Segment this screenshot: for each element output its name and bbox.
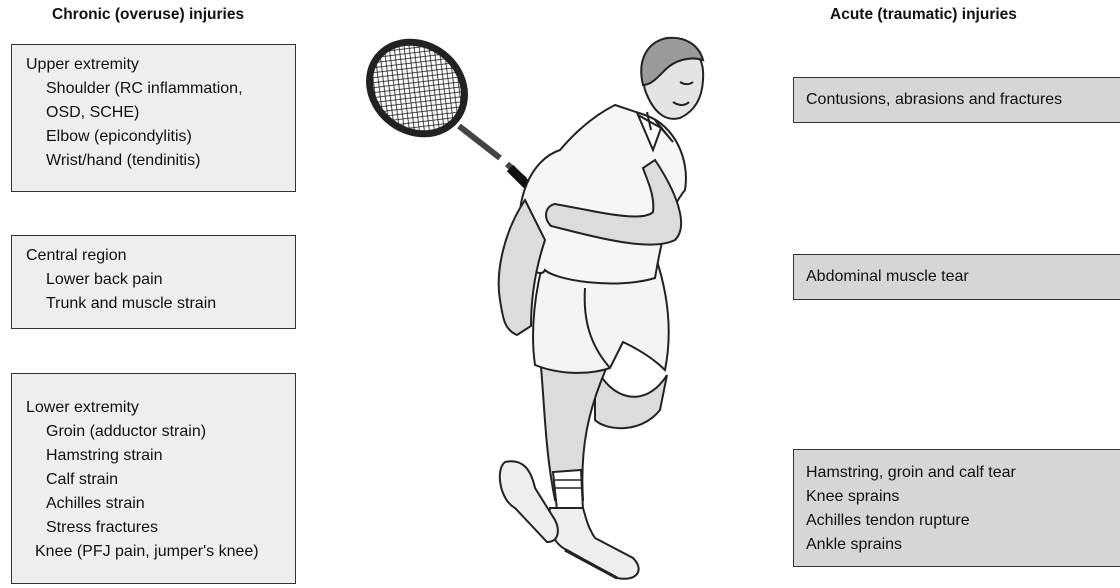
chronic-lower-item: Calf strain	[26, 468, 281, 492]
front-leg	[540, 355, 610, 510]
chronic-lower-box: Lower extremity Groin (adductor strain) …	[11, 373, 296, 584]
acute-lower-item: Knee sprains	[806, 485, 1110, 509]
acute-lower-item: Hamstring, groin and calf tear	[806, 461, 1110, 485]
acute-lower-item: Achilles tendon rupture	[806, 509, 1110, 533]
chronic-upper-item: Shoulder (RC inflammation,	[26, 77, 281, 101]
acute-upper-box: Contusions, abrasions and fractures	[793, 77, 1120, 123]
chronic-upper-title: Upper extremity	[26, 53, 281, 77]
chronic-lower-title: Lower extremity	[26, 396, 281, 420]
chronic-lower-item: Achilles strain	[26, 492, 281, 516]
acute-central-item: Abdominal muscle tear	[806, 265, 1110, 289]
chronic-central-item: Trunk and muscle strain	[26, 292, 281, 316]
chronic-lower-item: Groin (adductor strain)	[26, 420, 281, 444]
chronic-upper-box: Upper extremity Shoulder (RC inflammatio…	[11, 44, 296, 192]
chronic-central-title: Central region	[26, 244, 281, 268]
chronic-central-box: Central region Lower back pain Trunk and…	[11, 235, 296, 329]
chronic-lower-item: Stress fractures	[26, 516, 281, 540]
chronic-heading: Chronic (overuse) injuries	[52, 6, 244, 24]
acute-central-box: Abdominal muscle tear	[793, 254, 1120, 300]
chronic-central-item: Lower back pain	[26, 268, 281, 292]
acute-lower-item: Ankle sprains	[806, 533, 1110, 557]
chronic-lower-item: Hamstring strain	[26, 444, 281, 468]
acute-lower-box: Hamstring, groin and calf tear Knee spra…	[793, 449, 1120, 567]
acute-upper-item: Contusions, abrasions and fractures	[806, 88, 1110, 112]
acute-heading: Acute (traumatic) injuries	[830, 6, 1017, 24]
racket-icon	[355, 30, 550, 208]
chronic-upper-item: OSD, SCHE)	[26, 101, 281, 125]
back-leg	[595, 365, 667, 428]
chronic-upper-item: Elbow (epicondylitis)	[26, 125, 281, 149]
tennis-player-illustration	[355, 30, 715, 588]
chronic-upper-item: Wrist/hand (tendinitis)	[26, 149, 281, 173]
chronic-lower-item: Knee (PFJ pain, jumper's knee)	[26, 540, 281, 564]
